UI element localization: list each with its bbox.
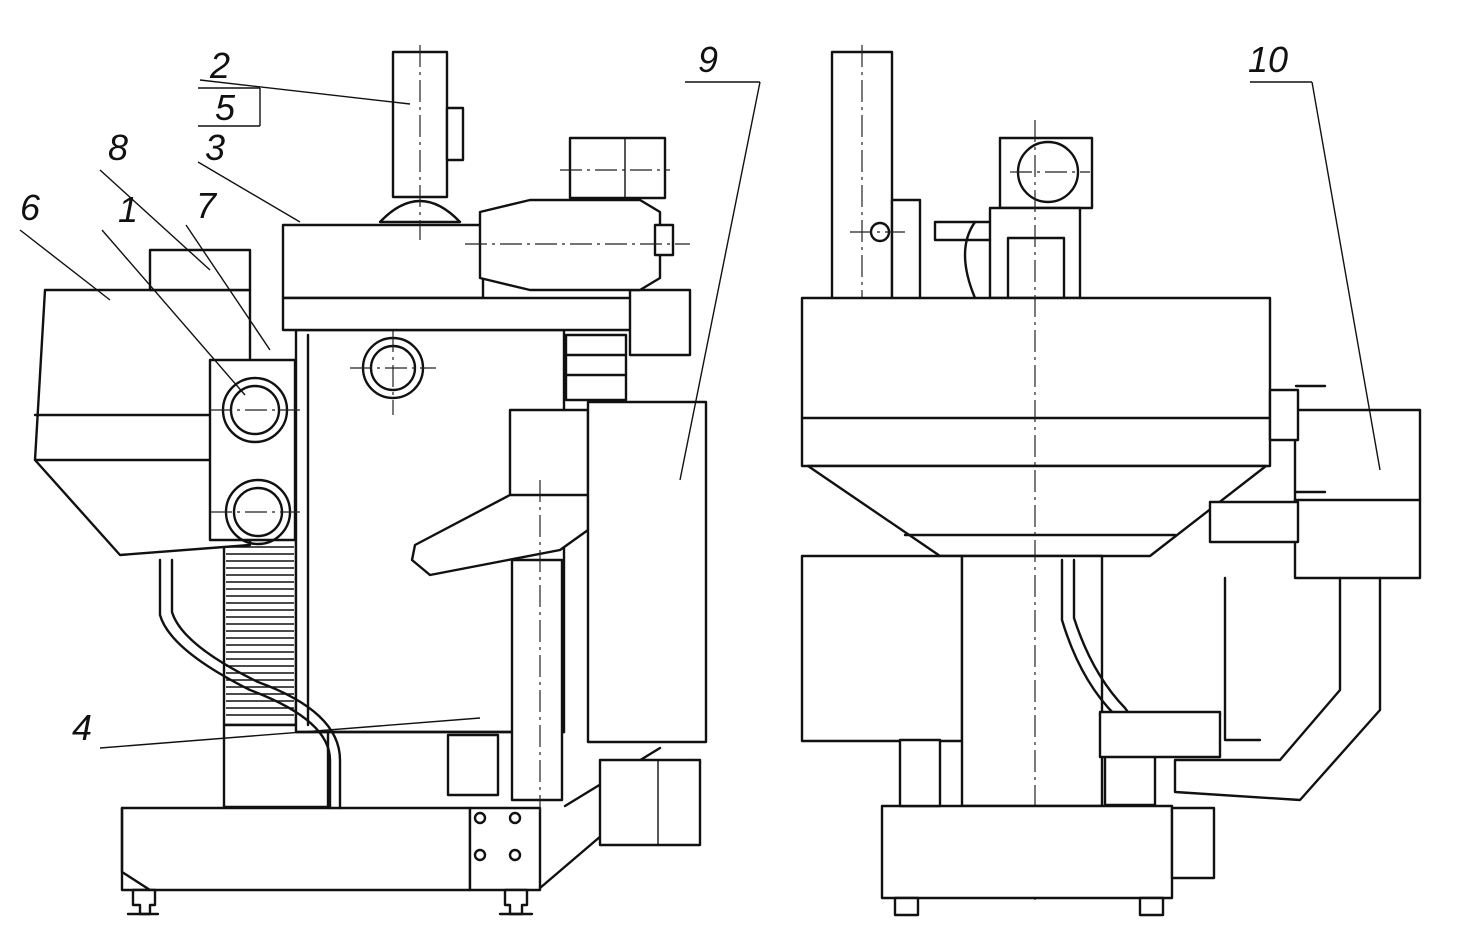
side-view: 2 5 3 8 7 1 6 9 4 <box>19 39 761 916</box>
cabinet-9 <box>586 400 708 744</box>
callouts-side-view: 2 5 3 8 7 1 6 9 4 <box>19 39 761 749</box>
vertical-tube <box>378 45 465 240</box>
callout-6: 6 <box>20 187 41 228</box>
side-box-10: 10 <box>1173 39 1422 802</box>
front-column <box>830 45 922 304</box>
front-motor <box>933 136 1094 300</box>
callout-8: 8 <box>108 127 128 168</box>
callout-9: 9 <box>698 39 718 80</box>
callout-4: 4 <box>72 707 92 748</box>
tool-arm <box>410 408 590 812</box>
callout-5: 5 <box>215 87 236 128</box>
base-plate <box>120 746 702 916</box>
callout-10: 10 <box>1248 39 1288 80</box>
callout-2: 2 <box>209 45 230 86</box>
callout-1: 1 <box>118 189 138 230</box>
front-view: 10 <box>800 39 1422 917</box>
spindle-head <box>281 223 692 402</box>
spindle-motor <box>465 136 690 292</box>
coolant-hose <box>158 558 342 810</box>
front-base <box>880 738 1216 917</box>
callout-3: 3 <box>205 127 225 168</box>
left-housing <box>33 248 300 557</box>
callout-7: 7 <box>196 185 218 226</box>
front-main-box <box>800 296 1272 808</box>
